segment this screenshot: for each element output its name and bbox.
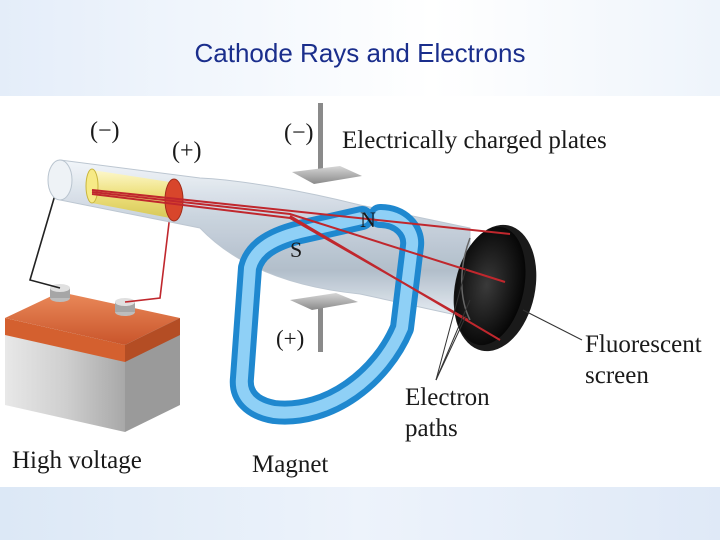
cathode-sign-label: (−)	[90, 118, 120, 144]
magnet	[229, 204, 425, 425]
magnet-south-label: S	[290, 237, 302, 262]
electron-path-lower	[289, 215, 501, 341]
paths-label-line2: paths	[405, 415, 458, 442]
battery-label: High voltage	[12, 447, 142, 474]
cathode-wire	[29, 177, 61, 289]
electron-paths	[91, 189, 511, 341]
top-charged-plate	[292, 103, 362, 184]
footer-band	[0, 487, 720, 540]
anode-sign-label: (+)	[172, 138, 202, 164]
fluorescent-screen	[453, 224, 537, 352]
slide-title: Cathode Rays and Electrons	[194, 38, 526, 68]
magnet-north-label: N	[360, 207, 376, 232]
anode-wire	[124, 197, 173, 303]
high-voltage-battery	[5, 284, 180, 432]
magnet-label: Magnet	[252, 451, 328, 478]
bottom-plate-sign-label: (+)	[276, 326, 304, 351]
screen-label-line2: screen	[585, 362, 649, 389]
electron-path-undeflected-top	[91, 189, 511, 235]
plates-label: Electrically charged plates	[342, 127, 607, 154]
bottom-charged-plate	[290, 293, 358, 352]
electron-path-middle	[91, 191, 506, 283]
label-pointers	[435, 267, 583, 381]
paths-label-line1: Electron	[405, 384, 490, 411]
cathode-ray-diagram: (−) (+) (−) Electrically charged plates …	[5, 103, 702, 478]
title-banner	[0, 0, 720, 96]
screen-label-line1: Fluorescent	[585, 331, 702, 358]
top-plate-sign-label: (−)	[284, 120, 314, 146]
